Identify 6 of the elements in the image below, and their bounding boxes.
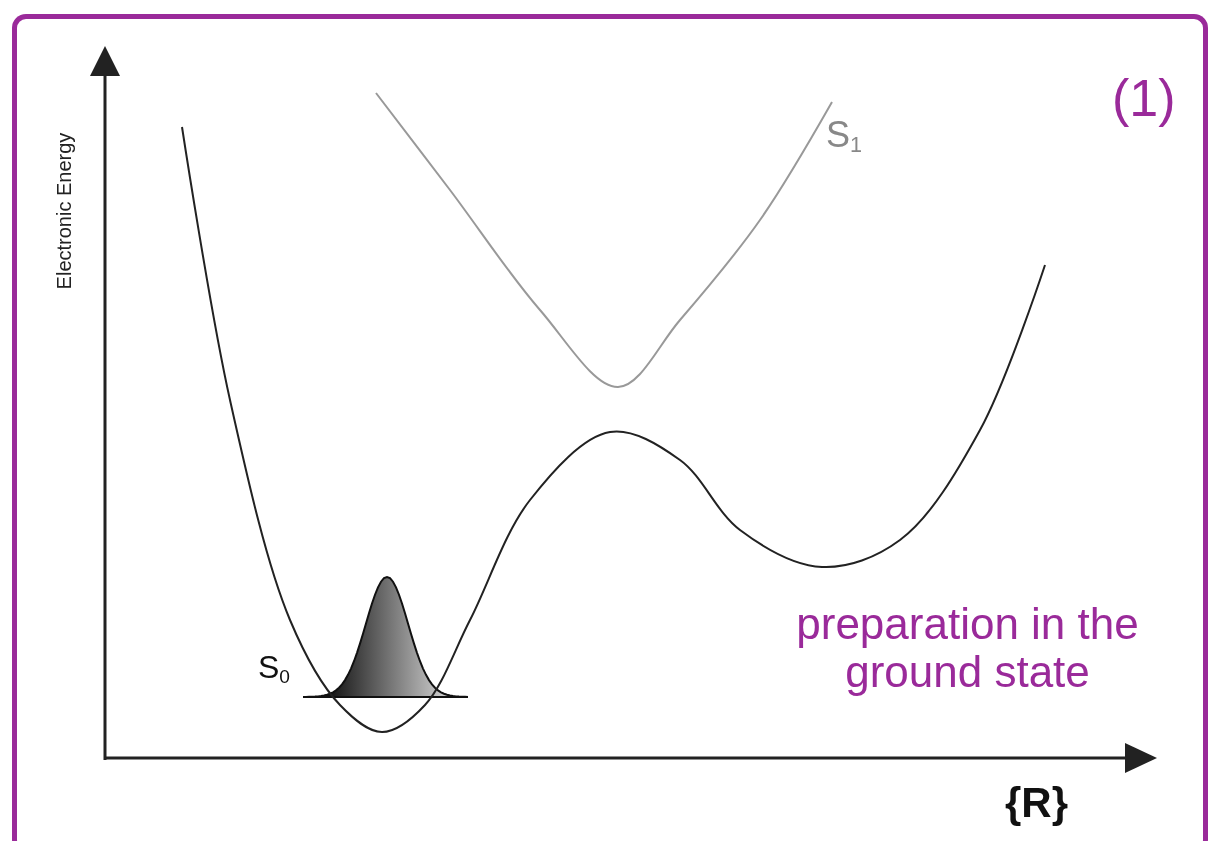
- state-label: S$_{1}$: [826, 115, 863, 158]
- state-label: S$_{0}$: [258, 650, 290, 687]
- axis-label: {R}: [1005, 780, 1069, 827]
- annotation: preparation in the ground state: [795, 600, 1140, 697]
- panel-number: (1): [1112, 70, 1176, 128]
- axis-label: Electronic Energy: [53, 131, 75, 292]
